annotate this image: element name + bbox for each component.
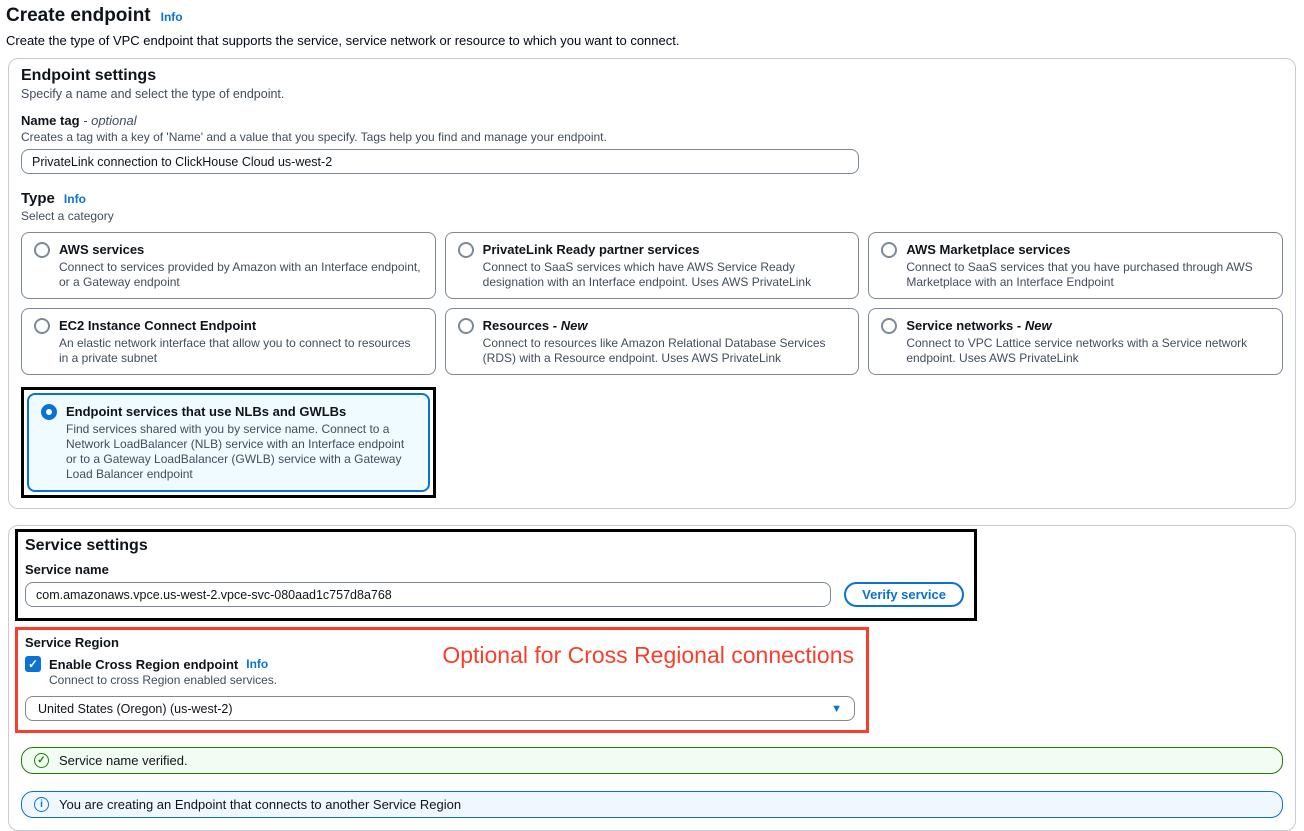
radio-icon[interactable] (881, 318, 898, 334)
region-select[interactable]: United States (Oregon) (us-west-2) ▼ (25, 696, 855, 721)
option-description: Connect to VPC Lattice service networks … (906, 336, 1248, 365)
annotation-box-service-region: Optional for Cross Regional connections … (15, 627, 869, 733)
radio-checked-icon[interactable] (41, 404, 57, 420)
option-title: Service networks - New (906, 318, 1052, 333)
info-banner-text: You are creating an Endpoint that connec… (59, 797, 462, 812)
option-title: Resources - New (482, 318, 588, 333)
verify-service-button[interactable]: Verify service (844, 582, 964, 607)
annotation-box-service-settings: Service settings Service name Verify ser… (15, 529, 977, 621)
option-description: Connect to services provided by Amazon w… (59, 260, 421, 289)
option-title: AWS services (59, 242, 145, 257)
page-description: Create the type of VPC endpoint that sup… (6, 33, 680, 48)
radio-icon[interactable] (457, 242, 474, 258)
radio-icon[interactable] (881, 242, 898, 258)
annotation-box-selected-option: Endpoint services that use NLBs and GWLB… (21, 387, 436, 498)
service-settings-heading: Service settings (25, 537, 148, 554)
name-tag-input[interactable] (21, 149, 859, 174)
name-tag-help: Creates a tag with a key of 'Name' and a… (21, 130, 607, 144)
endpoint-settings-subheading: Specify a name and select the type of en… (21, 87, 285, 101)
option-title: Endpoint services that use NLBs and GWLB… (66, 404, 347, 419)
page-title: Create endpoint (6, 5, 151, 26)
success-banner-text: Service name verified. (59, 753, 188, 768)
service-name-label: Service name (25, 562, 109, 577)
type-subheading: Select a category (21, 209, 114, 223)
page-header: Create endpoint Info Create the type of … (0, 0, 1304, 48)
service-region-label: Service Region (25, 635, 119, 650)
endpoint-settings-card: Endpoint settings Specify a name and sel… (8, 58, 1296, 509)
name-tag-optional: - optional (83, 113, 137, 128)
annotation-cross-region-note: Optional for Cross Regional connections (442, 642, 854, 668)
radio-icon[interactable] (457, 318, 474, 334)
success-check-icon: ✓ (34, 753, 49, 768)
option-aws-services[interactable]: AWS services Connect to services provide… (21, 232, 436, 299)
info-circle-icon: i (34, 797, 49, 812)
service-settings-card: Service settings Service name Verify ser… (8, 525, 1296, 831)
type-heading: Type (21, 190, 55, 207)
option-description: Connect to resources like Amazon Relatio… (482, 336, 826, 365)
option-description: Find services shared with you by service… (66, 422, 405, 481)
type-options-grid: AWS services Connect to services provide… (21, 232, 1283, 498)
cross-region-checkbox-label: Enable Cross Region endpoint (49, 656, 239, 672)
service-name-input[interactable] (25, 582, 832, 607)
chevron-down-icon: ▼ (831, 702, 842, 715)
page-info-link[interactable]: Info (160, 10, 183, 24)
option-endpoint-services-nlb-gwlb[interactable]: Endpoint services that use NLBs and GWLB… (27, 393, 430, 492)
option-service-networks[interactable]: Service networks - New Connect to VPC La… (868, 308, 1283, 375)
radio-icon[interactable] (34, 318, 50, 334)
info-banner: i You are creating an Endpoint that conn… (21, 791, 1283, 818)
option-description: Connect to SaaS services which have AWS … (482, 260, 812, 289)
option-ec2-instance-connect-endpoint[interactable]: EC2 Instance Connect Endpoint An elastic… (21, 308, 436, 375)
radio-icon[interactable] (34, 242, 50, 258)
cross-region-help: Connect to cross Region enabled services… (49, 673, 278, 687)
option-title: AWS Marketplace services (906, 242, 1071, 257)
new-badge: - New (552, 318, 588, 333)
new-badge: - New (1016, 318, 1052, 333)
type-info-link[interactable]: Info (63, 192, 86, 206)
option-resources[interactable]: Resources - New Connect to resources lik… (444, 308, 860, 375)
name-tag-label: Name tag - optional (21, 113, 137, 128)
option-title: EC2 Instance Connect Endpoint (59, 318, 257, 333)
option-aws-marketplace-services[interactable]: AWS Marketplace services Connect to SaaS… (868, 232, 1283, 299)
option-privatelink-partner-services[interactable]: PrivateLink Ready partner services Conne… (444, 232, 860, 299)
endpoint-settings-heading: Endpoint settings (21, 67, 157, 84)
cross-region-checkbox[interactable]: ✓ (25, 656, 41, 672)
option-title: PrivateLink Ready partner services (482, 242, 700, 257)
success-banner: ✓ Service name verified. (21, 747, 1283, 774)
check-icon: ✓ (27, 657, 39, 671)
cross-region-info-link[interactable]: Info (246, 657, 269, 671)
option-description: An elastic network interface that allow … (59, 336, 411, 365)
region-select-value: United States (Oregon) (us-west-2) (38, 701, 233, 716)
option-description: Connect to SaaS services that you have p… (906, 260, 1253, 289)
